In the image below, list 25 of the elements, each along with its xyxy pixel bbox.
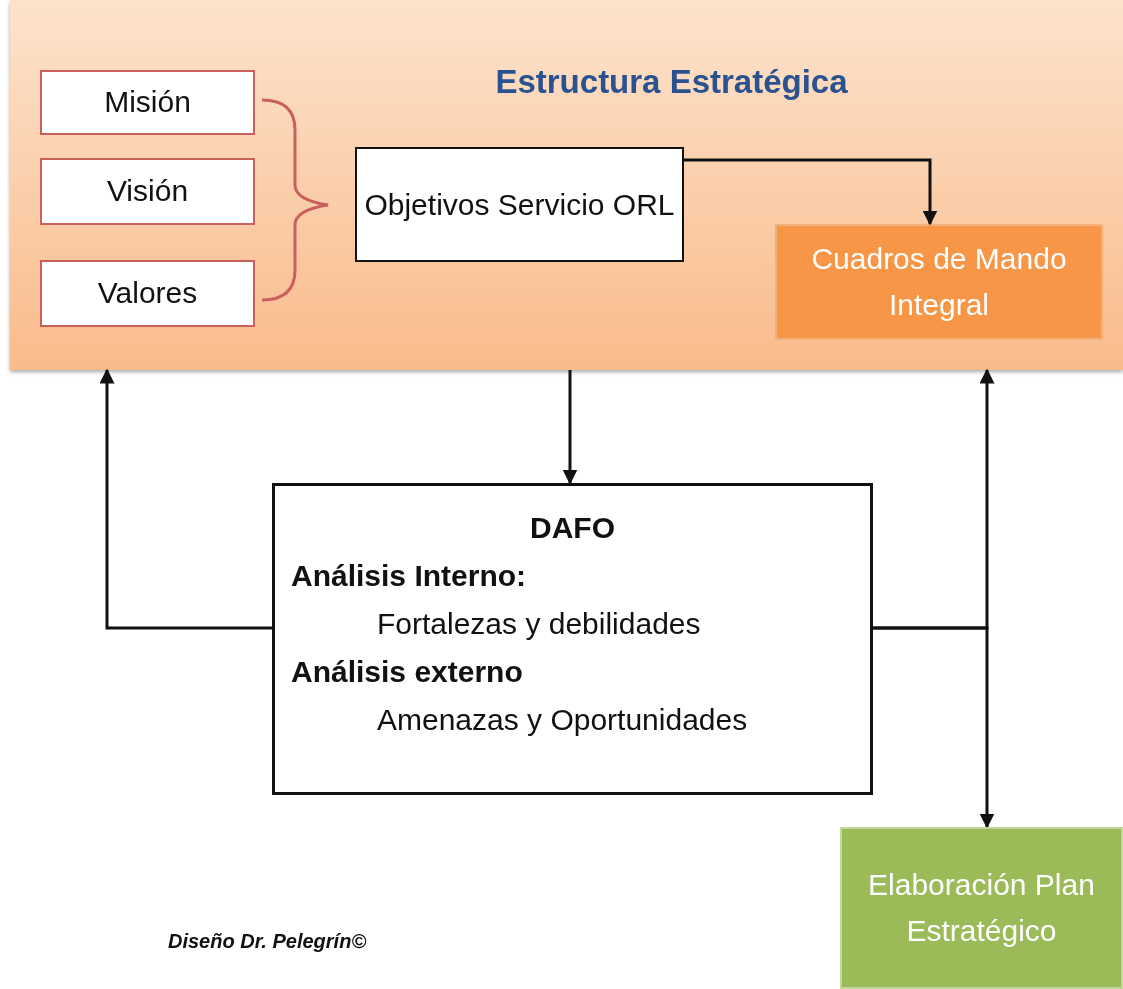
process-box xyxy=(355,147,684,262)
arrow xyxy=(873,626,995,829)
arrow xyxy=(684,158,938,226)
section-heading: Análisis Interno: xyxy=(291,558,528,594)
plan-box xyxy=(840,827,1123,989)
box-label: Elaboración Plan Estratégico xyxy=(867,866,1096,949)
value-box xyxy=(40,260,255,327)
arrow xyxy=(99,368,272,630)
band-heading: Estructura Estratégica xyxy=(495,62,848,102)
box-label: Visión xyxy=(106,173,189,210)
credit-note: Diseño Dr. Pelegrín© xyxy=(168,930,367,953)
arrow xyxy=(562,370,578,485)
strategy-band xyxy=(10,0,1123,370)
section-text: Fortalezas y debilidades xyxy=(376,606,702,642)
box-label: Objetivos Servicio ORL xyxy=(364,187,675,223)
box-heading: DAFO xyxy=(529,510,616,546)
scorecard-box xyxy=(775,224,1103,340)
value-box xyxy=(40,70,255,135)
section-text: Amenazas y Oportunidades xyxy=(376,702,749,738)
analysis-box xyxy=(272,483,873,795)
box-label: Valores xyxy=(97,275,198,312)
value-box xyxy=(40,158,255,225)
box-label: Misión xyxy=(104,84,191,121)
section-heading: Análisis externo xyxy=(291,654,524,690)
box-label: Cuadros de Mando Integral xyxy=(810,240,1068,323)
